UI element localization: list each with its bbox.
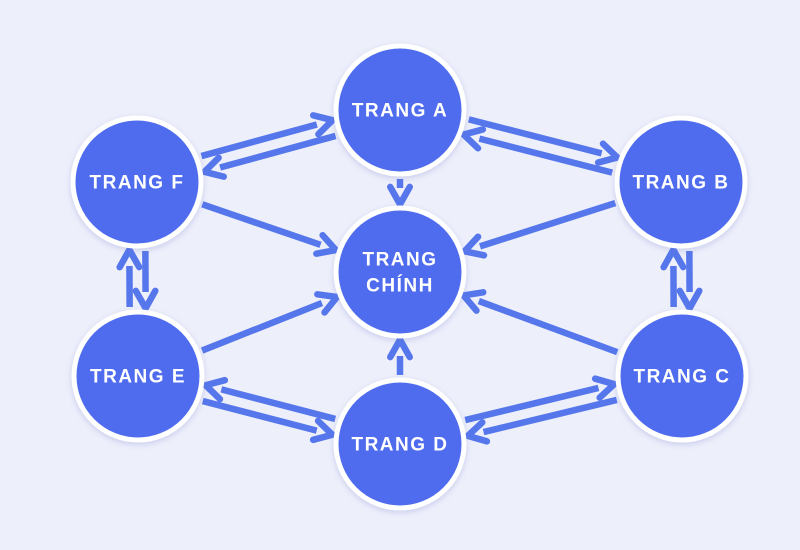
edge-f-to-a bbox=[200, 112, 336, 160]
edge-e-to-main bbox=[200, 291, 341, 354]
node-label: TRANG F bbox=[90, 173, 185, 194]
edge-f-to-main bbox=[201, 201, 340, 257]
page-nodes: TRANG A TRANG B TRANG C TRANG D TRANG E TRANG… bbox=[70, 43, 749, 511]
edge-c-to-d bbox=[464, 396, 618, 445]
node-trang-a: TRANG A bbox=[333, 43, 467, 177]
node-trang-e: TRANG E bbox=[71, 309, 205, 443]
node-circle bbox=[615, 309, 749, 443]
node-label: TRANG D bbox=[351, 435, 448, 456]
node-label: TRANG E bbox=[90, 367, 186, 388]
edge-a-to-b bbox=[468, 116, 621, 166]
node-label: TRANG B bbox=[632, 173, 729, 194]
node-circle bbox=[333, 377, 467, 511]
edge-b-to-a bbox=[460, 126, 613, 176]
node-circle bbox=[70, 115, 204, 249]
node-trang-c: TRANG C bbox=[615, 309, 749, 443]
node-circle bbox=[614, 115, 748, 249]
node-circle bbox=[333, 43, 467, 177]
edge-c-to-main bbox=[460, 289, 619, 356]
edge-arrows bbox=[116, 112, 703, 445]
node-trang-b: TRANG B bbox=[614, 115, 748, 249]
edge-d-to-e bbox=[202, 376, 337, 423]
edge-d-to-c bbox=[464, 375, 618, 424]
node-label: TRANG A bbox=[352, 101, 448, 122]
edge-a-to-f bbox=[201, 132, 337, 180]
node-trang-f: TRANG F bbox=[70, 115, 204, 249]
node-trang-d: TRANG D bbox=[333, 377, 467, 511]
edge-b-to-main bbox=[461, 199, 617, 259]
node-circle bbox=[333, 205, 467, 339]
edge-e-to-d bbox=[201, 397, 336, 444]
node-circle bbox=[71, 309, 205, 443]
node-label: TRANG C bbox=[633, 367, 730, 388]
